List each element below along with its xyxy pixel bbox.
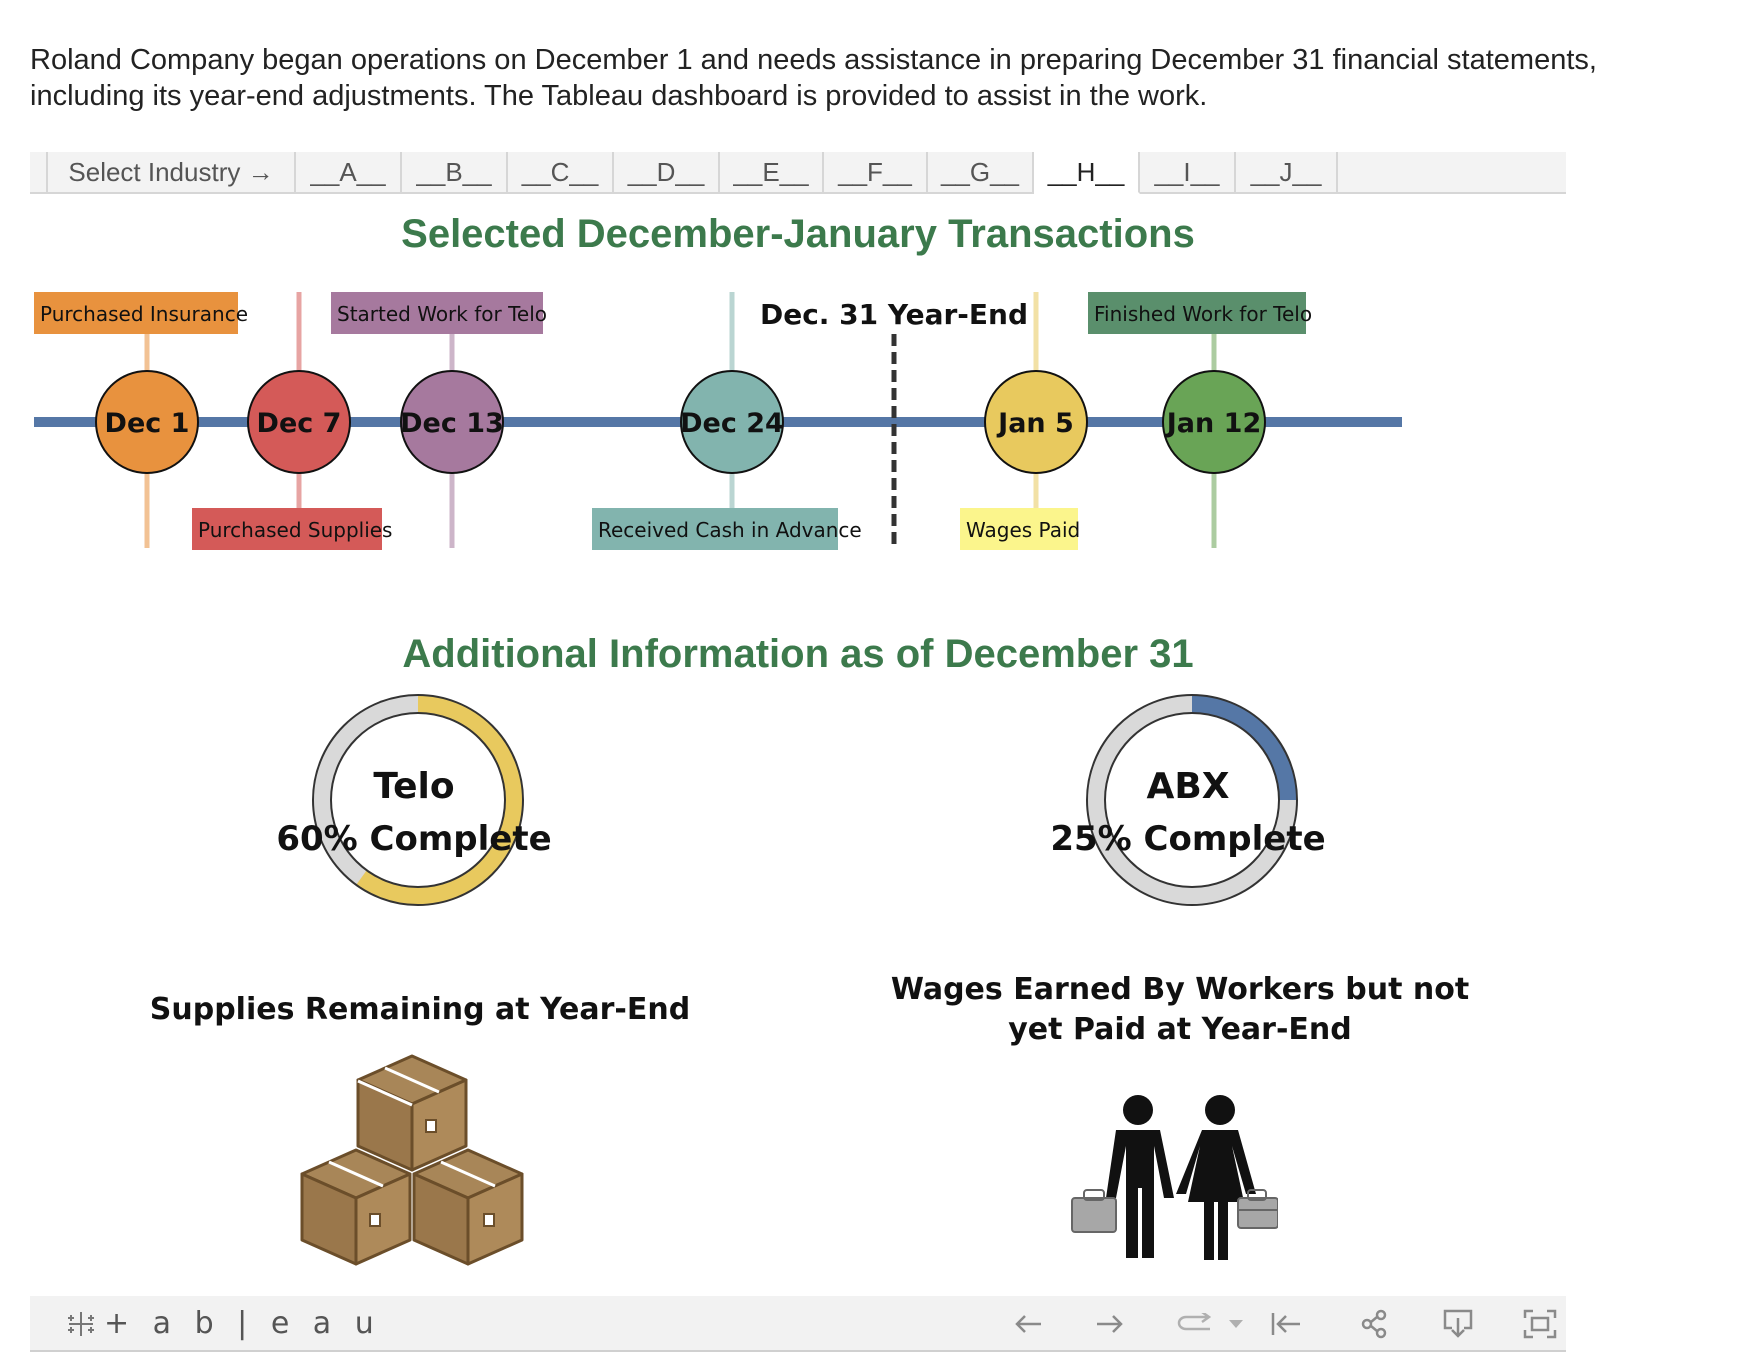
timeline-title: Selected December-January Transactions xyxy=(401,212,1195,256)
intro-line-2: including its year-end adjustments. The … xyxy=(30,80,1208,112)
tableau-logo-icon xyxy=(68,1311,94,1336)
event-node[interactable] xyxy=(400,370,504,474)
donut-inner-ring xyxy=(1104,712,1280,888)
donut-caption: 60% Complete xyxy=(276,819,551,859)
donut-progress xyxy=(1087,695,1297,905)
intro-line-1: Roland Company began operations on Decem… xyxy=(30,44,1597,76)
download-icon[interactable] xyxy=(1440,1306,1476,1342)
donut-caption: 25% Complete xyxy=(1050,819,1325,859)
tab-a[interactable]: __A__ xyxy=(296,152,402,192)
boxes-icon xyxy=(298,1050,540,1301)
intro-text: Roland Company began operations on Decem… xyxy=(30,42,1730,114)
tab-b[interactable]: __B__ xyxy=(402,152,508,192)
tab-c[interactable]: __C__ xyxy=(508,152,614,192)
tableau-toolbar: + a b | e a u xyxy=(30,1296,1566,1352)
event-label: Purchased Insurance xyxy=(40,302,248,326)
event-label: Wages Paid xyxy=(966,518,1080,542)
tableau-logo: + a b | e a u xyxy=(64,1306,381,1341)
event-node[interactable] xyxy=(247,370,351,474)
event-node[interactable] xyxy=(984,370,1088,474)
tab-f[interactable]: __F__ xyxy=(824,152,928,192)
event-label-box xyxy=(331,292,543,334)
year-end-label: Dec. 31 Year-End xyxy=(760,298,1028,331)
select-industry-label: Select Industry → xyxy=(46,152,296,192)
donut-outer-ring xyxy=(1086,694,1298,906)
fullscreen-icon[interactable] xyxy=(1522,1306,1558,1342)
tab-d[interactable]: __D__ xyxy=(614,152,720,192)
event-date: Dec 13 xyxy=(400,408,504,439)
event-date: Dec 24 xyxy=(680,408,784,439)
event-node[interactable] xyxy=(95,370,199,474)
supplies-remaining-label: Supplies Remaining at Year-End xyxy=(149,992,691,1027)
event-label-box xyxy=(34,292,238,334)
revert-icon[interactable] xyxy=(1174,1306,1218,1342)
undo-icon[interactable] xyxy=(1010,1306,1046,1342)
donut-name: Telo xyxy=(373,766,454,807)
tableau-wordmark: + a b | e a u xyxy=(104,1306,381,1341)
tab-j[interactable]: __J__ xyxy=(1236,152,1338,192)
donut-inner-ring xyxy=(330,712,506,888)
event-date: Jan 12 xyxy=(1165,408,1261,439)
event-node[interactable] xyxy=(680,370,784,474)
event-label-box xyxy=(960,508,1078,550)
event-label-box xyxy=(192,508,382,550)
tab-g[interactable]: __G__ xyxy=(928,152,1034,192)
donut-outer-ring xyxy=(312,694,524,906)
share-icon[interactable] xyxy=(1356,1306,1392,1342)
redo-icon[interactable] xyxy=(1092,1306,1128,1342)
event-date: Dec 1 xyxy=(105,408,190,439)
event-label: Finished Work for Telo xyxy=(1094,302,1312,326)
tab-h[interactable]: __H__ xyxy=(1034,152,1140,194)
tab-i[interactable]: __I__ xyxy=(1140,152,1236,192)
event-label: Received Cash in Advance xyxy=(598,518,862,542)
event-label: Started Work for Telo xyxy=(337,302,547,326)
event-label: Purchased Supplies xyxy=(198,518,392,542)
wages-unpaid-label: Wages Earned By Workers but not yet Paid… xyxy=(890,972,1470,1047)
additional-info-title: Additional Information as of December 31 xyxy=(402,632,1194,676)
donut-name: ABX xyxy=(1146,766,1229,807)
event-date: Jan 5 xyxy=(996,408,1074,439)
industry-tabs: Select Industry → __A__ __B__ __C__ __D_… xyxy=(30,152,1566,194)
event-date: Dec 7 xyxy=(257,408,342,439)
tab-e[interactable]: __E__ xyxy=(720,152,824,192)
completion-donuts: Telo 60% Complete ABX 25% Complete xyxy=(276,694,1326,906)
reset-icon[interactable] xyxy=(1268,1306,1304,1342)
revert-dropdown-icon[interactable] xyxy=(1226,1306,1246,1342)
workers-icon xyxy=(1068,1092,1279,1267)
event-node[interactable] xyxy=(1162,370,1266,474)
event-label-box xyxy=(592,508,838,550)
donut-progress xyxy=(313,695,523,905)
event-label-box xyxy=(1088,292,1306,334)
